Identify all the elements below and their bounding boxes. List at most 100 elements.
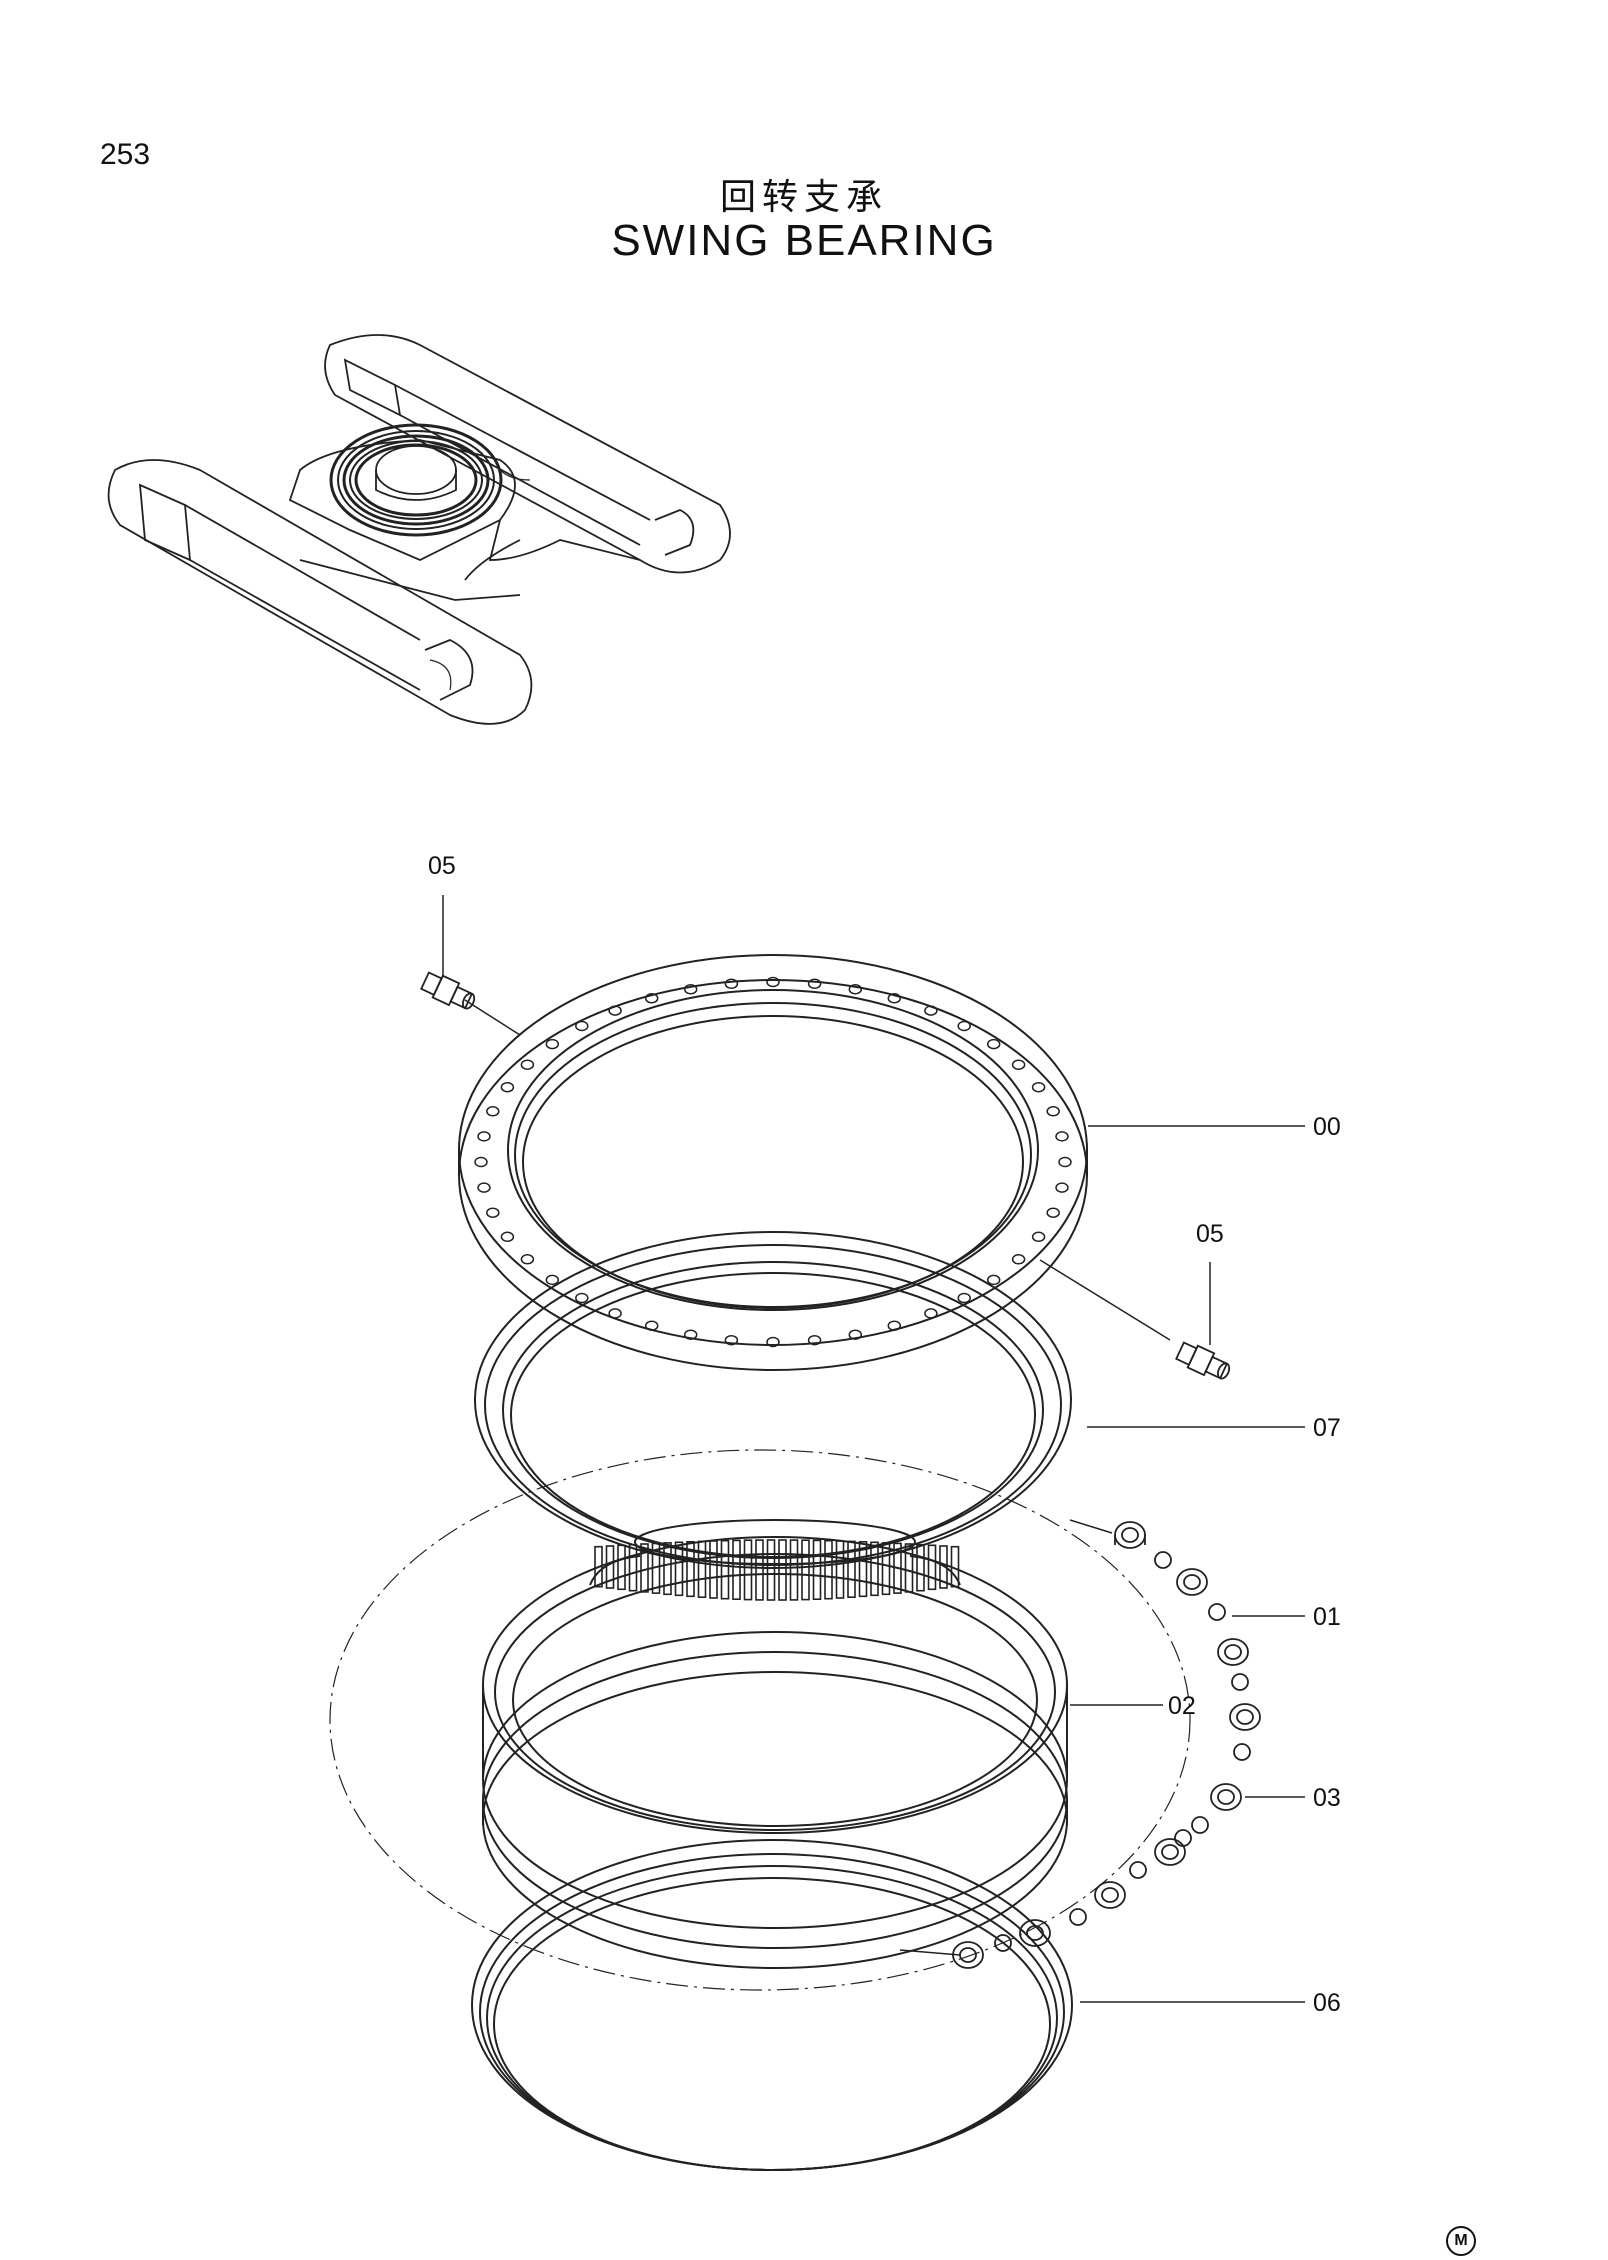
assembly-axis-line — [329, 1449, 1191, 1991]
bolt-hole — [608, 1308, 622, 1319]
bolt-hole — [575, 1292, 589, 1304]
bolt-hole — [1046, 1106, 1060, 1117]
ball-3 — [1231, 1673, 1249, 1691]
bolt-hole — [924, 1005, 938, 1016]
gear-tooth — [801, 1539, 810, 1601]
gear-tooth — [628, 1543, 638, 1592]
gear-tooth — [640, 1543, 649, 1593]
bolt-hole — [1058, 1156, 1072, 1168]
callout-06: 06 — [1313, 1989, 1341, 2017]
callout-02: 02 — [1168, 1692, 1196, 1720]
callout-labels: 05 00 05 07 01 02 03 06 — [428, 852, 1341, 2017]
gear-tooth — [835, 1540, 845, 1599]
roller-4 — [1229, 1703, 1261, 1731]
bolt-hole — [644, 993, 659, 1004]
gear-tooth — [743, 1539, 753, 1601]
gear-tooth — [709, 1540, 718, 1599]
title-chinese: 回转支承 — [719, 177, 888, 218]
grease-nipple-top — [420, 971, 476, 1010]
bolt-hole — [887, 993, 902, 1004]
gear-tooth — [697, 1540, 707, 1599]
gear-tooth — [916, 1543, 925, 1592]
bolt-hole — [848, 1329, 863, 1340]
callout-00: 00 — [1313, 1113, 1341, 1141]
gear-tooth — [663, 1542, 672, 1596]
bolt-hole — [575, 1020, 589, 1032]
roller-chain — [952, 1521, 1261, 1969]
bolt-hole — [520, 1059, 535, 1070]
seal-07 — [474, 1231, 1072, 1569]
bolt-hole — [477, 1131, 491, 1142]
bolt-hole — [1055, 1182, 1069, 1193]
leader-lines — [442, 895, 1305, 2003]
callout-07: 07 — [1313, 1414, 1341, 1442]
bolt-holes — [474, 976, 1072, 1348]
bolt-hole — [1031, 1231, 1046, 1243]
bolt-hole — [807, 978, 822, 990]
bolt-hole — [520, 1254, 535, 1265]
gear-tooth — [778, 1539, 787, 1601]
ball-6 — [1174, 1829, 1192, 1847]
ball-4 — [1233, 1743, 1251, 1761]
callout-01: 01 — [1313, 1603, 1341, 1631]
bolt-hole — [545, 1274, 560, 1286]
bolt-hole — [957, 1020, 971, 1032]
ball-2 — [1208, 1603, 1226, 1621]
gear-tooth — [881, 1542, 891, 1596]
bolt-hole — [608, 1005, 622, 1016]
bolt-hole — [848, 984, 863, 995]
page-number: 253 — [100, 138, 151, 171]
gear-tooth — [789, 1539, 799, 1601]
bolt-hole — [477, 1182, 491, 1193]
bolt-hole — [887, 1320, 902, 1331]
bolt-hole — [1055, 1131, 1069, 1142]
seal-06 — [471, 1839, 1073, 2171]
gear-tooth — [812, 1539, 822, 1601]
outer-race-part — [458, 954, 1088, 1371]
bolt-hole — [644, 1320, 659, 1331]
undercarriage-illustration — [107, 334, 731, 725]
gear-tooth — [617, 1544, 626, 1591]
gear-tooth — [824, 1539, 833, 1600]
gear-tooth — [766, 1539, 776, 1601]
bolt-hole — [683, 984, 698, 995]
gear-tooth — [674, 1541, 684, 1597]
bolt-hole — [545, 1038, 560, 1050]
bolt-hole — [1031, 1081, 1046, 1093]
bolt-hole — [1011, 1059, 1026, 1070]
bolt-hole — [957, 1292, 971, 1304]
bolt-hole — [724, 978, 739, 990]
gear-tooth — [686, 1541, 695, 1598]
ball-7 — [1129, 1861, 1147, 1879]
ball-8 — [1069, 1908, 1087, 1926]
roller-8 — [1019, 1919, 1051, 1947]
roller-7 — [1094, 1881, 1126, 1909]
bolt-hole — [1011, 1254, 1026, 1265]
bolt-hole — [486, 1207, 500, 1218]
gear-tooth — [927, 1544, 937, 1591]
bolt-hole — [807, 1334, 822, 1346]
bolt-hole — [724, 1334, 739, 1346]
title-english: SWING BEARING — [611, 216, 997, 265]
roller-6 — [1154, 1838, 1186, 1866]
bolt-hole — [986, 1274, 1001, 1286]
roller-5 — [1210, 1783, 1242, 1811]
manufacturer-mark: M — [1446, 2226, 1476, 2256]
bolt-hole — [500, 1231, 515, 1243]
bolt-hole — [766, 1336, 780, 1348]
callout-03: 03 — [1313, 1784, 1341, 1812]
gear-tooth — [755, 1539, 764, 1601]
bolt-hole — [924, 1308, 938, 1319]
ball-5 — [1191, 1816, 1209, 1834]
gear-tooth — [732, 1539, 741, 1601]
callout-05-top: 05 — [428, 852, 456, 880]
gear-tooth — [870, 1541, 879, 1597]
ball-1 — [1154, 1551, 1172, 1569]
callout-05-right: 05 — [1196, 1220, 1224, 1248]
ball-9 — [994, 1934, 1012, 1952]
inner-race-part — [482, 1519, 1068, 1969]
bolt-hole — [683, 1329, 698, 1340]
roller-1 — [1114, 1521, 1146, 1549]
bolt-hole — [500, 1081, 515, 1093]
